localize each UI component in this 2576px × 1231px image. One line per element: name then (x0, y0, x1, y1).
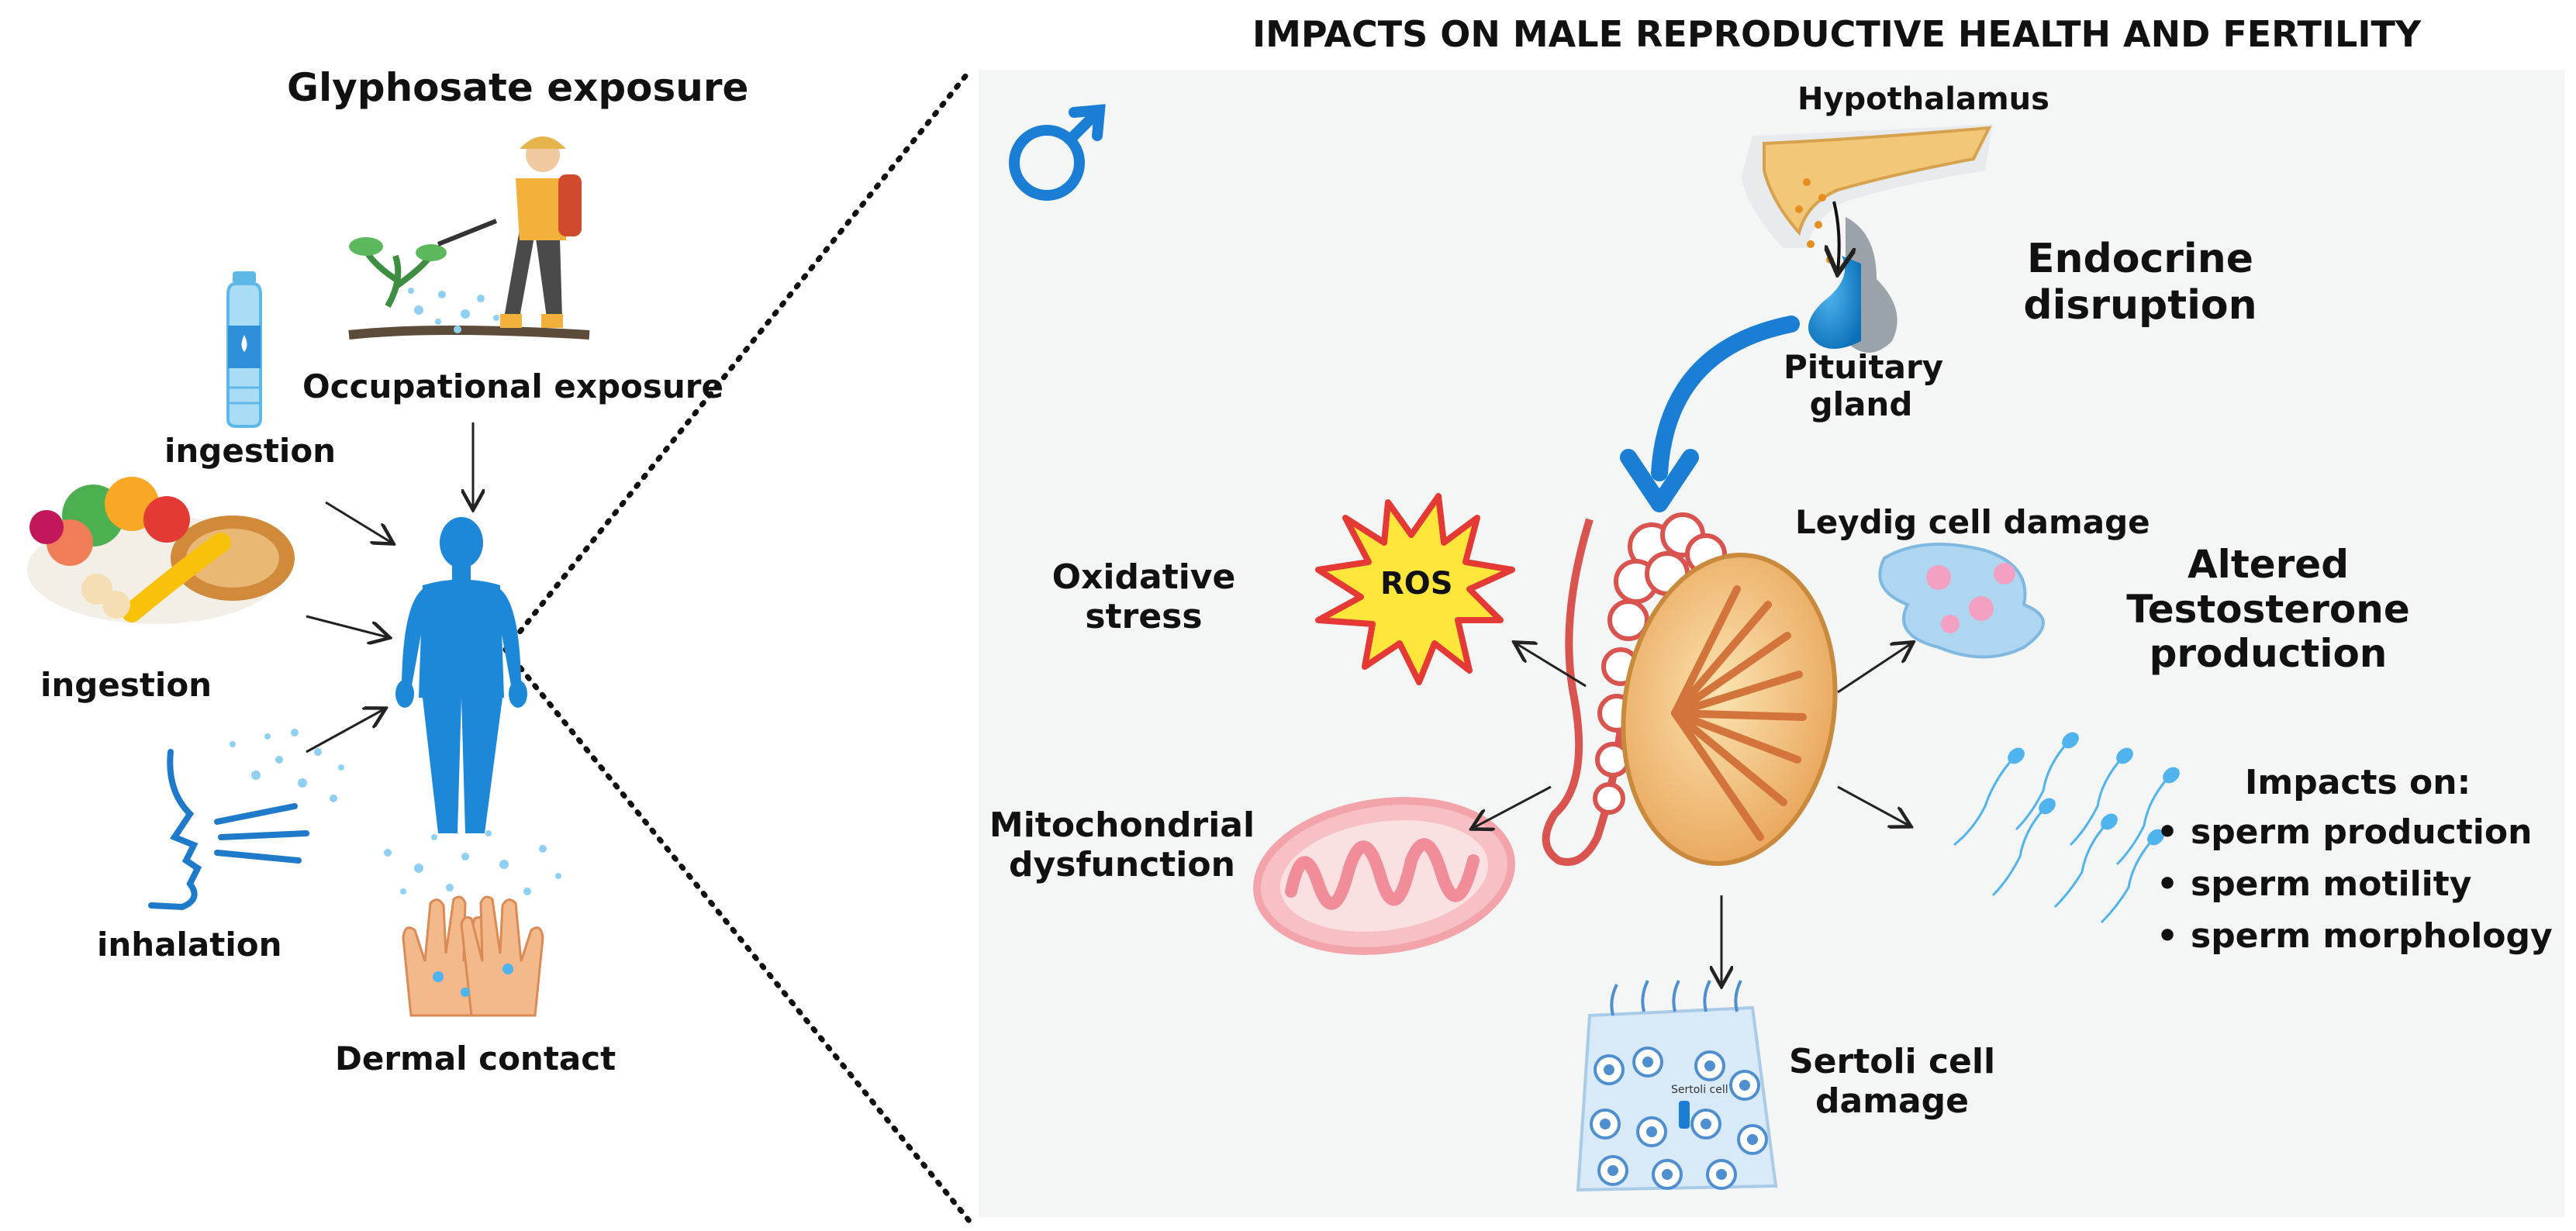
pituitary-label: Pituitary gland (1784, 348, 1944, 424)
food-plate-icon (27, 477, 295, 624)
hands-icon (402, 895, 544, 1017)
mitochondrial-label: Mitochondrial dysfunction (989, 805, 1255, 884)
ros-burst-icon (1315, 493, 1515, 685)
ros-label: ROS (1380, 566, 1453, 602)
water-bottle-icon (226, 271, 262, 428)
left-title: Glyphosate exposure (287, 65, 749, 110)
male-symbol-icon (1009, 104, 1106, 201)
impacts-heading: Impacts on: (2245, 763, 2471, 802)
dermal-droplets (384, 830, 561, 895)
impact-item: sperm motility (2152, 864, 2553, 904)
hypothalamus-label: Hypothalamus (1797, 81, 2049, 117)
sertoli-label: Sertoli cell damage (1788, 1042, 1996, 1121)
mitochondria-icon (1253, 797, 1515, 955)
sperm-icon (1953, 732, 2180, 924)
impacts-list: sperm production sperm motility sperm mo… (2152, 812, 2553, 968)
inhalation-face-icon (148, 749, 309, 911)
leydig-label: Leydig cell damage (1795, 503, 2150, 541)
sertoli-tissue-icon (1576, 980, 1778, 1192)
occupational-label: Occupational exposure (302, 367, 723, 405)
inhalation-particles (230, 729, 344, 802)
effect-arrows (1473, 643, 1911, 984)
sertoli-cell-tag: Sertoli cell (1671, 1084, 1728, 1096)
altered-testosterone-label: Altered Testosterone production (2126, 542, 2410, 676)
testis-icon (1542, 512, 1838, 866)
oxidative-stress-label: Oxidative stress (1051, 557, 1236, 636)
brain-pituitary-icon (1741, 124, 1993, 353)
human-body-icon (395, 517, 527, 833)
dermal-contact-label: Dermal contact (335, 1040, 616, 1078)
leydig-cells-icon (1878, 543, 2045, 659)
right-title: IMPACTS ON MALE REPRODUCTIVE HEALTH AND … (1252, 13, 2422, 55)
farmer-sprayer-icon (348, 136, 590, 340)
impact-item: sperm production (2152, 812, 2553, 852)
endocrine-label: Endocrine disruption (2023, 236, 2257, 329)
hormone-arrow (1620, 316, 1800, 512)
inhalation-label: inhalation (97, 926, 282, 964)
ingestion-water-label: ingestion (164, 432, 337, 470)
impact-item: sperm morphology (2152, 916, 2553, 956)
ingestion-food-label: ingestion (40, 666, 212, 704)
exposure-arrows (306, 422, 473, 753)
zoom-divider (502, 68, 972, 1224)
